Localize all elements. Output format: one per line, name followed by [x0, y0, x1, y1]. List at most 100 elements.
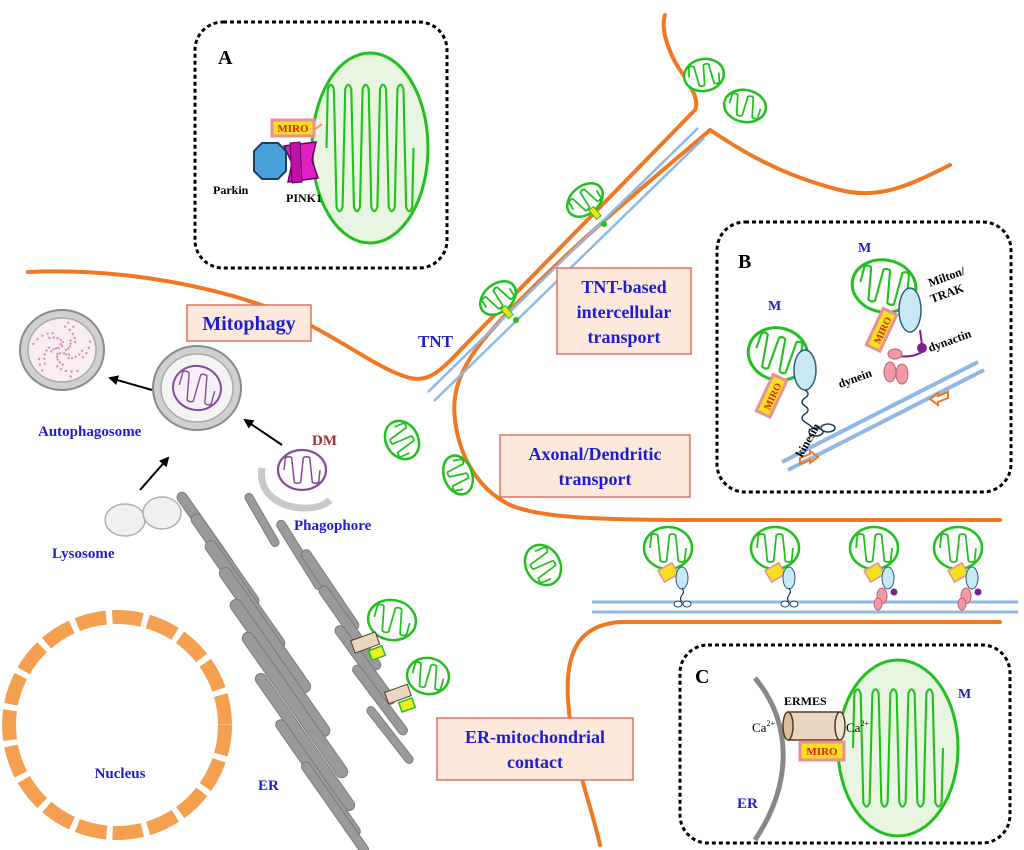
axon-adaptor-3	[881, 566, 895, 590]
axon-kinesin-head	[780, 600, 790, 608]
er-cisterna	[301, 761, 369, 850]
degraded-dot	[67, 353, 71, 356]
panel-a-mito	[310, 51, 430, 245]
degraded-dot	[72, 325, 75, 328]
arrow-from-lysosome	[139, 456, 170, 491]
degraded-dot	[58, 352, 62, 355]
axonal-transport-line-1: Axonal/Dendritic	[529, 444, 662, 464]
degraded-dot	[41, 334, 44, 337]
autophagosome-with-lysosome	[19, 309, 105, 391]
degraded-dot	[59, 343, 62, 346]
axon-mito-4	[932, 525, 984, 571]
phagophore-label: Phagophore	[294, 518, 372, 534]
axon-dynein-head	[957, 597, 967, 611]
engulfed-mitochondrion	[172, 364, 222, 412]
parkin-label: Parkin	[213, 183, 249, 197]
dynein-dynactin	[883, 329, 927, 385]
tnt-label: TNT	[418, 332, 454, 351]
panel-b-m1: M	[768, 299, 781, 314]
panel-c-miro: MIRO	[798, 740, 846, 762]
axon-miro-3	[863, 561, 886, 584]
axonal-transport-line-2: transport	[559, 469, 632, 489]
degraded-dot	[38, 357, 41, 361]
panel-a-miro: MIRO	[270, 118, 323, 138]
free-mitochondria	[383, 57, 768, 587]
degraded-dot	[64, 369, 68, 373]
panel-b-direction-arrows	[799, 390, 949, 466]
degraded-dot	[59, 367, 63, 371]
mitophagy-box: Mitophagy	[186, 304, 312, 342]
er-mito-contact-illustration	[350, 598, 451, 714]
panel-b-m2: M	[858, 241, 871, 256]
er-contact-ermes-1	[350, 631, 381, 654]
degraded-dot	[88, 340, 92, 343]
damaged-mitochondrion	[276, 448, 328, 492]
panel-c-mitochondrion	[836, 658, 960, 838]
axon-dynein-head	[873, 597, 883, 611]
degraded-dot	[69, 375, 73, 378]
panel-b-adaptor-2	[898, 287, 922, 333]
degraded-dot	[52, 336, 55, 339]
degraded-dot	[56, 358, 59, 361]
degraded-dot	[85, 351, 88, 355]
degraded-dot	[64, 348, 68, 352]
degraded-dot	[58, 361, 61, 364]
tnt-motor-1	[601, 221, 607, 227]
degraded-dot	[70, 356, 74, 360]
panel-c-letter: C	[695, 666, 709, 688]
er-contact-line-1: ER-mitochondrial	[465, 727, 605, 747]
ermes-complex	[782, 711, 846, 741]
axon-kinesin-1	[679, 587, 685, 603]
panel-c-miro-text: MIRO	[806, 746, 838, 758]
er-contact-mito-2	[405, 656, 451, 696]
degraded-dot	[74, 355, 77, 358]
degraded-dot	[61, 340, 64, 344]
arrow-to-autophagosome	[243, 418, 283, 446]
free-mito-top-1	[682, 57, 726, 93]
panel-a-mitochondrion	[310, 51, 430, 245]
er-cisterna	[244, 492, 280, 548]
degraded-contents-dots	[32, 321, 92, 378]
axon-miro-4	[947, 561, 970, 584]
tnt-mito-2	[478, 280, 518, 316]
degraded-dot	[36, 338, 39, 341]
er-cisterna	[241, 631, 349, 779]
degraded-dot	[57, 346, 60, 350]
panel-c-m: M	[958, 687, 971, 702]
axon-dynactin-4	[974, 588, 982, 596]
er-cisterna	[352, 664, 408, 736]
panel-c-er-membrane	[752, 676, 786, 842]
nucleus-label: Nucleus	[95, 766, 146, 782]
degraded-dot	[43, 353, 46, 356]
membrane-upper-left	[26, 13, 699, 381]
free-mito-mid-1	[383, 419, 421, 461]
degraded-dot	[68, 345, 72, 348]
er-contact-miro-2	[397, 696, 417, 714]
axon-kinesin-2	[786, 587, 792, 603]
axon-mito-3	[848, 525, 900, 571]
panel-b-miro-1: MIRO	[754, 372, 789, 420]
free-mito-mid-3	[523, 543, 563, 587]
tnt-mito-1	[565, 182, 605, 218]
panel-c: C M MIRO ERMES Ca2+ Ca2+ ER	[678, 643, 1012, 845]
panel-b-adaptor-1	[793, 349, 817, 391]
degraded-dot	[65, 353, 68, 356]
autophagosome	[152, 345, 242, 431]
degraded-dot	[81, 356, 85, 359]
tnt-transport-line-3: transport	[588, 327, 661, 347]
lysosomes	[104, 496, 182, 537]
degraded-dot	[43, 357, 46, 360]
er-contact-mito-1	[366, 598, 418, 642]
degraded-dot	[68, 328, 71, 332]
dm-mito	[276, 448, 328, 492]
ca-left: Ca2+	[752, 719, 775, 735]
kinesin-motor	[801, 389, 836, 437]
axon-adaptor-2	[782, 566, 796, 590]
degraded-dot	[46, 332, 49, 335]
degraded-dot	[78, 353, 81, 356]
ermes-label: ERMES	[784, 694, 827, 708]
axon-adaptor-1	[675, 566, 689, 590]
er-contact-line-2: contact	[507, 752, 563, 772]
axon-miro-2	[764, 561, 787, 584]
mitophagy-box-text: Mitophagy	[202, 313, 295, 335]
